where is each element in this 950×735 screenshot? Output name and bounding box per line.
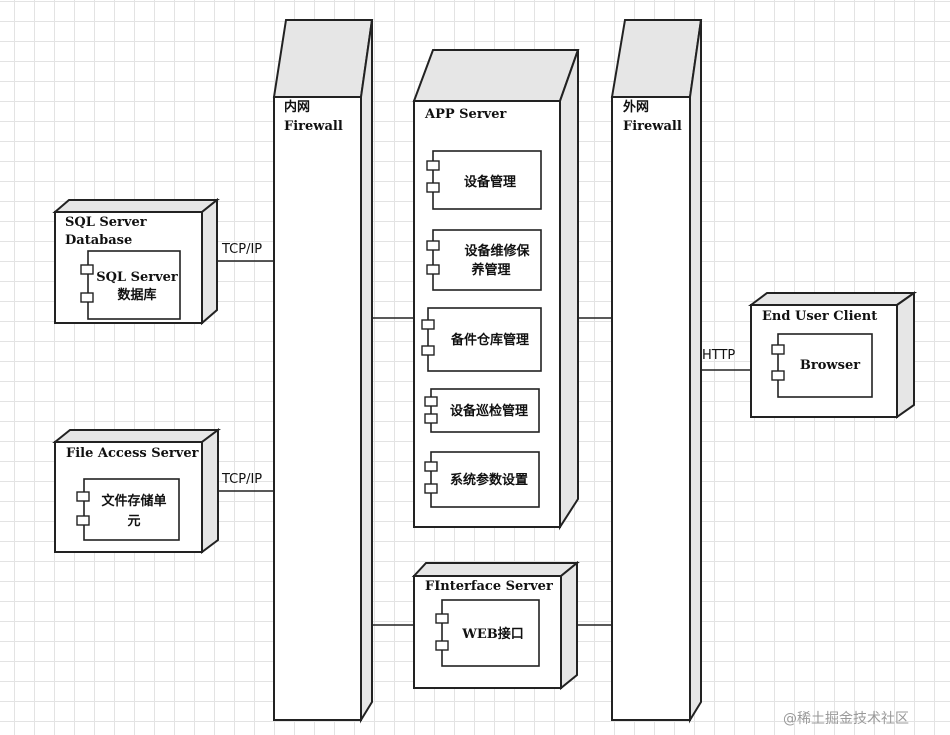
- app-server-title: APP Server: [424, 107, 506, 122]
- component-label-line-2: 养管理: [470, 262, 510, 278]
- component-sql-server-db: SQL Server 数据库: [80, 250, 181, 320]
- component-label-line-1: 文件存储单: [101, 493, 166, 509]
- component-maintenance-management: 设备维修保 养管理: [426, 229, 542, 291]
- http-label: HTTP: [702, 348, 735, 363]
- file-access-server-title: File Access Server: [66, 446, 199, 461]
- app-server-node: APP Server 设备管理 设备维修保 养管理 备件仓库管理: [412, 49, 580, 531]
- component-label-line-1: 设备维修保: [464, 243, 530, 259]
- component-label-line-2: 元: [127, 514, 140, 529]
- component-browser: Browser: [771, 333, 873, 398]
- tcp-ip-label-file: TCP/IP: [221, 472, 262, 487]
- outer-firewall-node: 外网 Firewall: [610, 19, 703, 724]
- end-user-client-node: End User Client Browser: [748, 291, 918, 419]
- file-access-server-node: File Access Server 文件存储单 元: [52, 428, 221, 554]
- end-user-client-title: End User Client: [762, 309, 877, 324]
- sql-server-title-line-1: SQL Server: [65, 215, 147, 230]
- component-label: 设备管理: [464, 174, 516, 190]
- outer-firewall-title-line-2: Firewall: [623, 119, 682, 134]
- sql-server-title-line-2: Database: [65, 233, 132, 248]
- finterface-server-node: FInterface Server WEB接口: [411, 560, 580, 691]
- inner-firewall-title-line-1: 内网: [284, 99, 310, 115]
- component-label: 备件仓库管理: [450, 332, 529, 348]
- component-spare-parts-warehouse: 备件仓库管理: [421, 307, 542, 372]
- component-label: 设备巡检管理: [450, 403, 528, 419]
- component-file-storage-unit: 文件存储单 元: [76, 478, 180, 541]
- finterface-server-title: FInterface Server: [425, 579, 553, 594]
- inner-firewall-node: 内网 Firewall: [272, 19, 374, 724]
- component-label: 系统参数设置: [450, 472, 528, 488]
- component-device-management: 设备管理: [426, 150, 542, 210]
- inner-firewall-title-line-2: Firewall: [284, 119, 343, 134]
- tcp-ip-label-sql: TCP/IP: [221, 242, 262, 257]
- sql-server-database-node: SQL Server Database SQL Server 数据库: [52, 197, 220, 326]
- component-label-line-2: 数据库: [117, 287, 156, 303]
- component-label-line-1: SQL Server: [96, 270, 178, 285]
- component-inspection-management: 设备巡检管理: [424, 388, 540, 433]
- component-label: Browser: [800, 358, 860, 373]
- component-label: WEB接口: [461, 626, 524, 642]
- outer-firewall-title-line-1: 外网: [622, 99, 649, 115]
- watermark-text: @稀土掘金技术社区: [783, 711, 909, 727]
- component-web-interface: WEB接口: [435, 599, 540, 667]
- component-system-parameters: 系统参数设置: [424, 451, 540, 508]
